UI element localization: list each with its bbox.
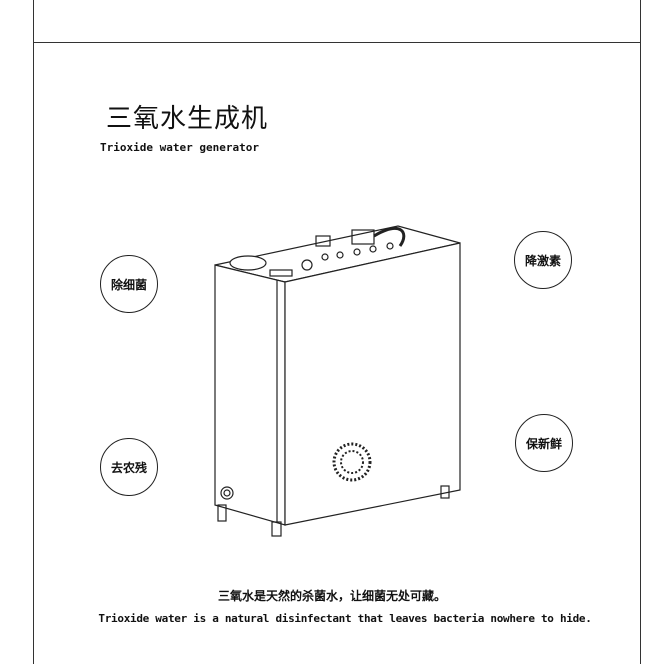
- caption-english: Trioxide water is a natural disinfectant…: [98, 612, 592, 625]
- feature-keep-fresh: 保新鲜: [515, 414, 573, 472]
- frame-left-line: [33, 0, 34, 664]
- feature-remove-pesticides: 去农残: [100, 438, 158, 496]
- page-title: 三氧水生成机: [106, 104, 269, 134]
- page-subtitle: Trioxide water generator: [100, 141, 259, 154]
- caption-chinese: 三氧水是天然的杀菌水，让细菌无处可藏。: [217, 589, 446, 603]
- frame-right-line: [640, 0, 641, 664]
- feature-kill-bacteria: 除细菌: [100, 255, 158, 313]
- feature-reduce-hormones: 降激素: [514, 231, 572, 289]
- frame-top-line: [33, 42, 641, 43]
- fan-vent-icon: [332, 442, 372, 482]
